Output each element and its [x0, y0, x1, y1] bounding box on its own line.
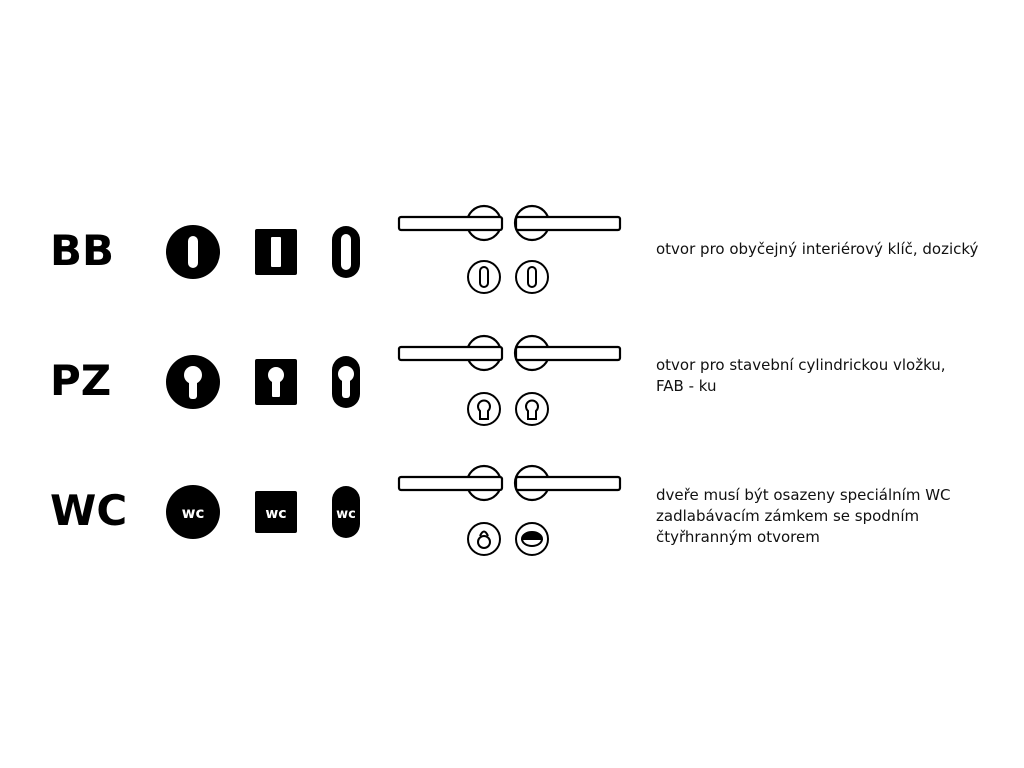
row-bb: BB otvor pro [0, 195, 1024, 305]
oval-escutcheon-wc-icon: wc [332, 486, 360, 538]
wc-mark: wc [336, 507, 356, 522]
row-pz: PZ [0, 325, 1024, 435]
code-label: PZ [50, 356, 112, 405]
handles-bb [397, 204, 622, 294]
round-escutcheon-bb-icon [166, 225, 220, 279]
handles-pz [397, 334, 622, 426]
oval-escutcheon-bb-icon [332, 226, 360, 278]
left-lever-icon [397, 204, 504, 242]
left-cylinder-rosette-icon [467, 392, 501, 426]
square-escutcheon-bb-icon [255, 229, 297, 275]
code-label: BB [50, 226, 115, 275]
description: otvor pro stavební cylindrickou vložku, … [656, 356, 946, 395]
oval-escutcheon-pz-icon [332, 356, 360, 408]
left-lever-icon [397, 464, 504, 502]
right-lever-icon [513, 464, 622, 502]
right-lever-icon [513, 334, 622, 372]
left-lever-icon [397, 334, 504, 372]
escutcheon-shapes-bb [166, 225, 360, 279]
wc-turn-knob-rosette-icon [467, 522, 501, 556]
round-escutcheon-pz-icon [166, 355, 220, 409]
wc-indicator-rosette-icon [515, 522, 549, 556]
code-label: WC [50, 486, 128, 535]
right-keyhole-rosette-icon [515, 260, 549, 294]
handles-wc [397, 464, 622, 556]
wc-mark: wc [265, 506, 286, 522]
escutcheon-shapes-wc: wc wc wc [166, 485, 360, 539]
escutcheon-shapes-pz [166, 355, 360, 409]
description: otvor pro obyčejný interiérový klíč, doz… [656, 240, 979, 258]
row-wc: WC wc wc wc [0, 455, 1024, 565]
right-cylinder-rosette-icon [515, 392, 549, 426]
left-keyhole-rosette-icon [467, 260, 501, 294]
wc-mark: wc [182, 504, 205, 522]
description: dveře musí být osazeny speciálním WC zad… [656, 486, 951, 546]
right-lever-icon [513, 204, 622, 242]
round-escutcheon-wc-icon: wc [166, 485, 220, 539]
square-escutcheon-wc-icon: wc [255, 491, 297, 533]
square-escutcheon-pz-icon [255, 359, 297, 405]
